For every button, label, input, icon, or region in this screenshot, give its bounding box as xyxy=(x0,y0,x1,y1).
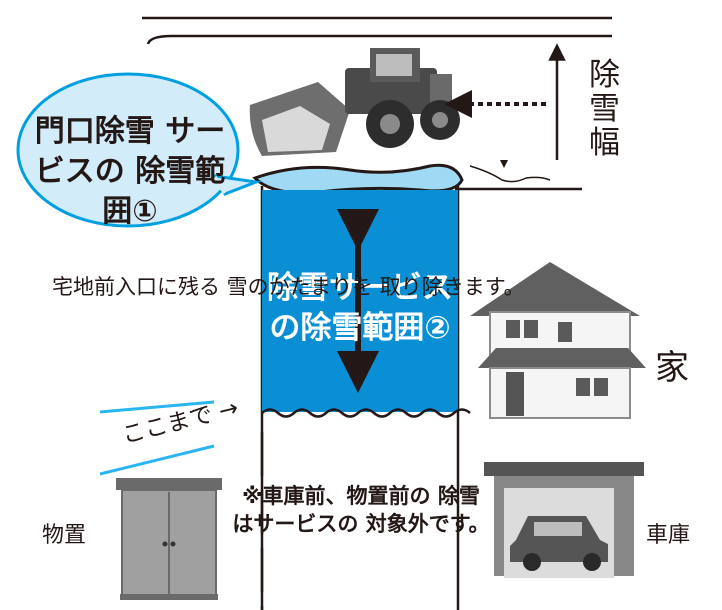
area2-label: 除雪サービス の除雪範囲② xyxy=(267,270,453,346)
shed-label: 物置 xyxy=(42,523,87,548)
garage-image xyxy=(484,462,644,578)
speech-bubble xyxy=(16,72,262,228)
koko-line-bottom xyxy=(99,444,215,476)
snow-drift-marker xyxy=(500,160,508,168)
house-image xyxy=(470,262,646,419)
exclusion-note: ※車庫前、物置前の 除雪はサービスの 対象外です。 xyxy=(232,484,490,536)
house-label: 家 xyxy=(655,348,689,388)
snow-drift xyxy=(469,165,551,183)
garage-label: 車庫 xyxy=(646,523,691,548)
plow-width-label: 除 雪 幅 xyxy=(589,57,620,161)
wheel-loader-image xyxy=(249,48,460,156)
bubble-label-area1: 門口除雪 サービスの 除雪範囲① xyxy=(34,114,226,229)
description-text: 宅地前入口に残る 雪のかたまりを 取り除きます。 xyxy=(52,275,525,299)
road-edge-curve xyxy=(146,34,612,45)
koko-line-top xyxy=(99,400,215,414)
storage-shed-image xyxy=(116,478,222,600)
area2-wavy-edge xyxy=(261,408,471,418)
snow-mass-area1 xyxy=(252,163,464,195)
